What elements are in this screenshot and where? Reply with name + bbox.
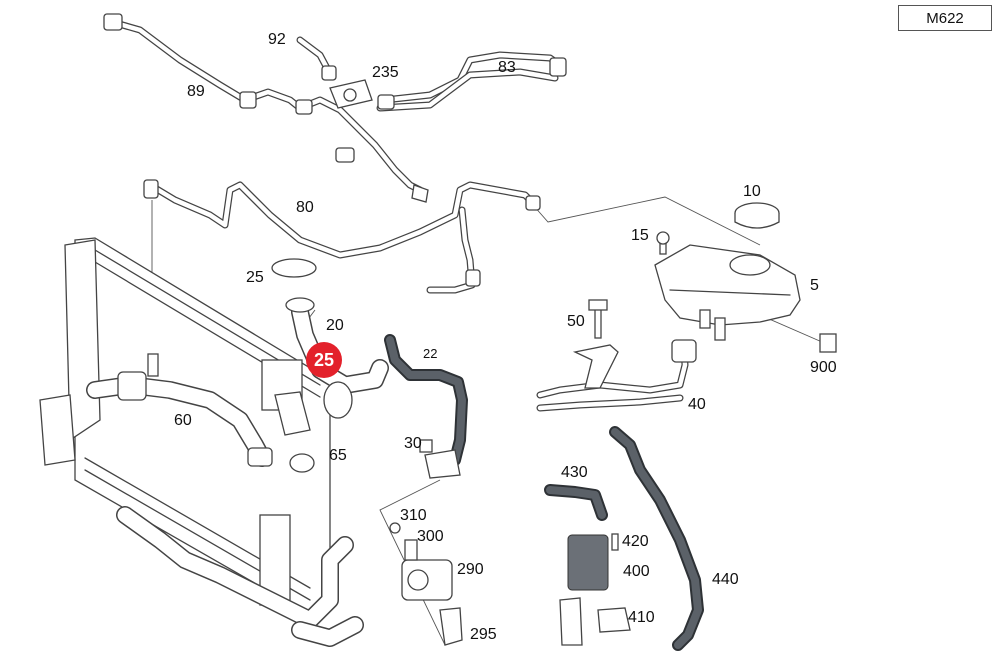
callout-295[interactable]: 295	[470, 626, 497, 643]
callout-300[interactable]: 300	[417, 528, 444, 545]
part-89-83-pipe-assembly	[103, 13, 567, 203]
callout-900[interactable]: 900	[810, 359, 837, 376]
callout-80[interactable]: 80	[296, 199, 314, 216]
part-80-line	[143, 179, 541, 294]
callout-40[interactable]: 40	[688, 396, 706, 413]
callout-25[interactable]: 25	[246, 269, 264, 286]
callout-420[interactable]: 420	[622, 533, 649, 550]
callout-410[interactable]: 410	[628, 609, 655, 626]
callout-92[interactable]: 92	[268, 31, 286, 48]
part-lower-hose	[116, 506, 364, 647]
part-5-expansion-tank	[654, 202, 837, 353]
callout-60[interactable]: 60	[174, 412, 192, 429]
callout-22[interactable]: 22	[423, 346, 438, 361]
callout-400[interactable]: 400	[623, 563, 650, 580]
callout-290[interactable]: 290	[457, 561, 484, 578]
part-60-hose	[86, 353, 273, 467]
callout-15[interactable]: 15	[631, 227, 649, 244]
callout-440[interactable]: 440	[712, 571, 739, 588]
part-400-valve	[559, 533, 631, 646]
part-20-hose	[271, 258, 389, 473]
part-440-hose	[609, 426, 704, 651]
callout-30[interactable]: 30	[404, 435, 422, 452]
callout-10[interactable]: 10	[743, 183, 761, 200]
model-code-box: M622	[898, 5, 992, 31]
callout-430[interactable]: 430	[561, 464, 588, 481]
highlighted-part-badge[interactable]: 25	[306, 342, 342, 378]
callout-83[interactable]: 83	[498, 59, 516, 76]
callout-5[interactable]: 5	[810, 277, 819, 294]
callout-50[interactable]: 50	[567, 313, 585, 330]
callout-310[interactable]: 310	[400, 507, 427, 524]
part-290-pump	[389, 522, 463, 646]
part-22-hose	[384, 334, 468, 479]
callout-65[interactable]: 65	[329, 447, 347, 464]
callout-235[interactable]: 235	[372, 64, 399, 81]
part-430-hose	[544, 484, 608, 521]
callout-20[interactable]: 20	[326, 317, 344, 334]
part-40-hose	[536, 299, 697, 412]
callout-89[interactable]: 89	[187, 83, 205, 100]
